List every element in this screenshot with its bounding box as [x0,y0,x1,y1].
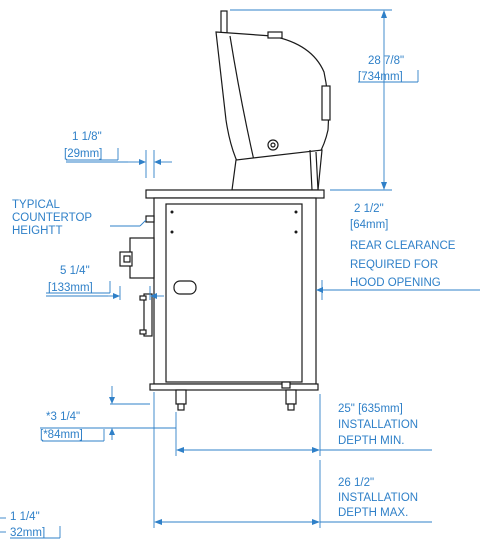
rear-clearance-label: 2 1/2" [354,203,384,215]
countertop-label-1: TYPICAL [12,199,61,211]
temperature-gauge [267,139,279,151]
bracket-marks [10,70,419,539]
dimension-lines [0,9,480,533]
grill-outline [119,10,331,411]
edge-offset-metric: 32mm] [10,527,45,539]
depth-max-text-2: DEPTH MAX. [338,507,408,519]
depth-min-text-1: INSTALLATION [338,419,418,431]
rear-leg [285,389,297,405]
hood-height-metric: [734mm] [358,71,403,83]
depth-max-label: 26 1/2" [338,477,374,489]
rear-clearance-text-1: REAR CLEARANCE [350,240,456,252]
igniter-button [145,215,155,223]
knob-depth-metric: [133mm] [48,282,93,294]
depth-min-label: 25" [635mm] [338,403,403,415]
dimension-labels: 28 7/8" [734mm] 1 1/8" [29mm] TYPICAL CO… [10,55,456,539]
leg-height-metric: [*84mm] [40,429,83,441]
firebox-vents [309,149,319,191]
leg-height-label: *3 1/4" [46,411,80,423]
knob-depth-label: 5 1/4" [60,265,90,277]
hood-height-label: 28 7/8" [368,55,404,67]
lid-handle [220,10,228,34]
countertop [145,189,325,199]
rear-clearance-metric: [64mm] [350,219,388,231]
countertop-label-3: HEIGHTT [12,225,62,237]
hood-side-handle [321,85,331,121]
front-handle [143,293,153,337]
hood-latch [267,31,283,39]
front-panel [129,237,155,279]
countertop-label-2: COUNTERTOP [12,212,92,224]
edge-offset-label: 1 1/4" [10,511,40,523]
depth-max-text-1: INSTALLATION [338,492,418,504]
overhang-metric: [29mm] [64,148,102,160]
front-leg [175,389,187,405]
door-handle-slot [173,280,197,295]
cabinet-base [149,383,319,391]
depth-min-text-2: DEPTH MIN. [338,435,404,447]
cabinet-door [165,203,303,383]
overhang-label: 1 1/8" [72,131,102,143]
rear-clearance-text-2: REQUIRED FOR [350,259,438,271]
caster [281,381,291,389]
rear-clearance-text-3: HOOD OPENING [350,277,441,289]
